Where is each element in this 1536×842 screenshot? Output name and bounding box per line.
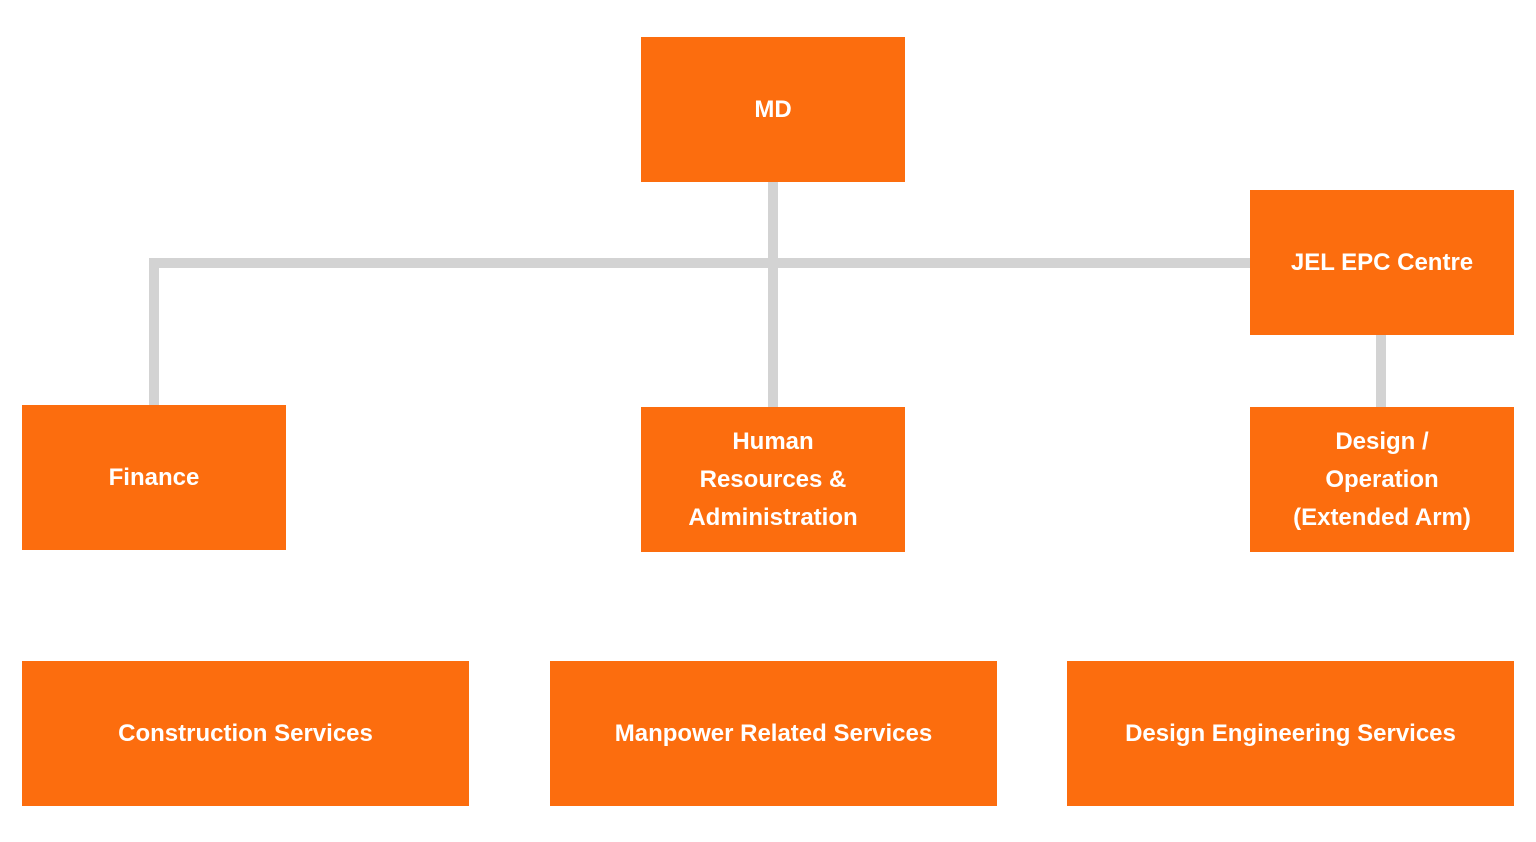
- design-operation-box[interactable]: Design / Operation (Extended Arm): [1250, 407, 1514, 552]
- construction-services-box[interactable]: Construction Services: [22, 661, 469, 806]
- jel-epc-centre-label: JEL EPC Centre: [1290, 248, 1474, 276]
- finance-label: Finance: [108, 463, 200, 491]
- jel-epc-centre-box[interactable]: JEL EPC Centre: [1250, 190, 1514, 335]
- connector-horizontal-bus: [149, 258, 1251, 268]
- design-engineering-services-label: Design Engineering Services: [1125, 719, 1456, 747]
- hr-admin-box[interactable]: Human Resources & Administration: [641, 407, 905, 552]
- md-label: MD: [754, 95, 792, 123]
- design-operation-label: Design / Operation (Extended Arm): [1293, 427, 1471, 531]
- manpower-services-box[interactable]: Manpower Related Services: [550, 661, 997, 806]
- md-box[interactable]: MD: [641, 37, 905, 182]
- hr-admin-label: Human Resources & Administration: [688, 427, 858, 531]
- construction-services-label: Construction Services: [118, 719, 373, 747]
- connector-epc-to-design: [1376, 335, 1386, 408]
- finance-box[interactable]: Finance: [22, 405, 286, 550]
- connector-md-down: [768, 182, 778, 408]
- connector-finance-drop: [149, 258, 159, 406]
- design-engineering-services-box[interactable]: Design Engineering Services: [1067, 661, 1514, 806]
- manpower-services-label: Manpower Related Services: [614, 719, 933, 747]
